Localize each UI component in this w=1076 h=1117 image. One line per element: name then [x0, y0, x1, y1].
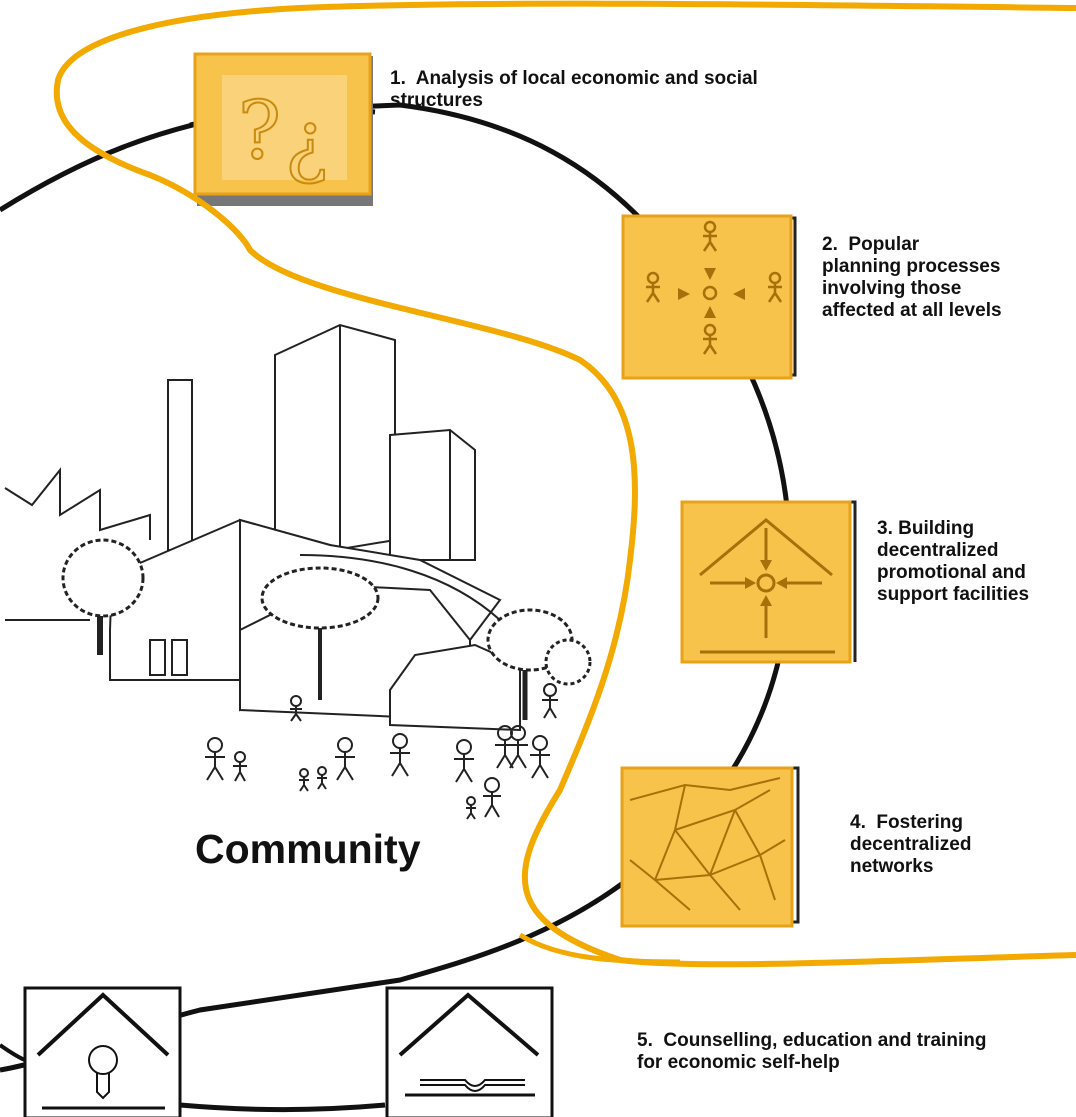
step-2-number: 2.: [822, 234, 838, 255]
side-tower: [389, 428, 476, 561]
step-4-label: 4. Fostering decentralized networks: [850, 812, 1000, 878]
highlight-outline-bottom: [518, 932, 681, 965]
step-2-text: Popular planning processes involving tho…: [822, 234, 1002, 321]
house-book-icon-frame: [385, 986, 554, 1117]
community-illustration: [4, 323, 592, 820]
step-1-label: 1. Analysis of local economic and social…: [390, 68, 790, 112]
step-5-number: 5.: [637, 1030, 653, 1051]
step-5-label: 5. Counselling, education and training f…: [637, 1030, 1017, 1074]
highlight-outline: [53, 0, 1076, 968]
tree-right-small: [544, 638, 592, 686]
step-3-label: 3. Building decentralized promotional an…: [877, 518, 1072, 606]
step-1-number: 1.: [390, 68, 406, 89]
svg-text:?: ?: [238, 84, 281, 177]
factory-roof: [4, 467, 151, 540]
factory-chimney: [167, 379, 193, 551]
step-4-number: 4.: [850, 812, 866, 833]
step-4-text: Fostering decentralized networks: [850, 812, 972, 877]
tree-left: [61, 538, 145, 618]
people-converging-icon: [621, 214, 797, 380]
house-window-1: [149, 639, 166, 676]
house-arrows-icon: [680, 500, 857, 664]
process-circle-bottom: [179, 1102, 386, 1113]
network-web-icon: [620, 766, 800, 928]
house-lightbulb-icon: [23, 986, 182, 1117]
tall-tower: [274, 323, 396, 562]
tree-center: [260, 566, 380, 630]
step-3-number: 3.: [877, 518, 893, 539]
question-marks-icon: ? ¿: [193, 52, 373, 206]
process-circle-bottom-left: [0, 1043, 26, 1062]
step-3-text: Building decentralized promotional and s…: [877, 518, 1030, 605]
community-label: Community: [195, 826, 421, 872]
step-1-text: Analysis of local economic and social st…: [390, 68, 758, 111]
svg-text:¿: ¿: [285, 94, 328, 187]
step-2-label: 2. Popular planning processes involving …: [822, 234, 1002, 322]
crowd-of-people: [205, 683, 558, 820]
step-5-text: Counselling, education and training for …: [637, 1030, 987, 1073]
house-window-2: [171, 639, 188, 676]
